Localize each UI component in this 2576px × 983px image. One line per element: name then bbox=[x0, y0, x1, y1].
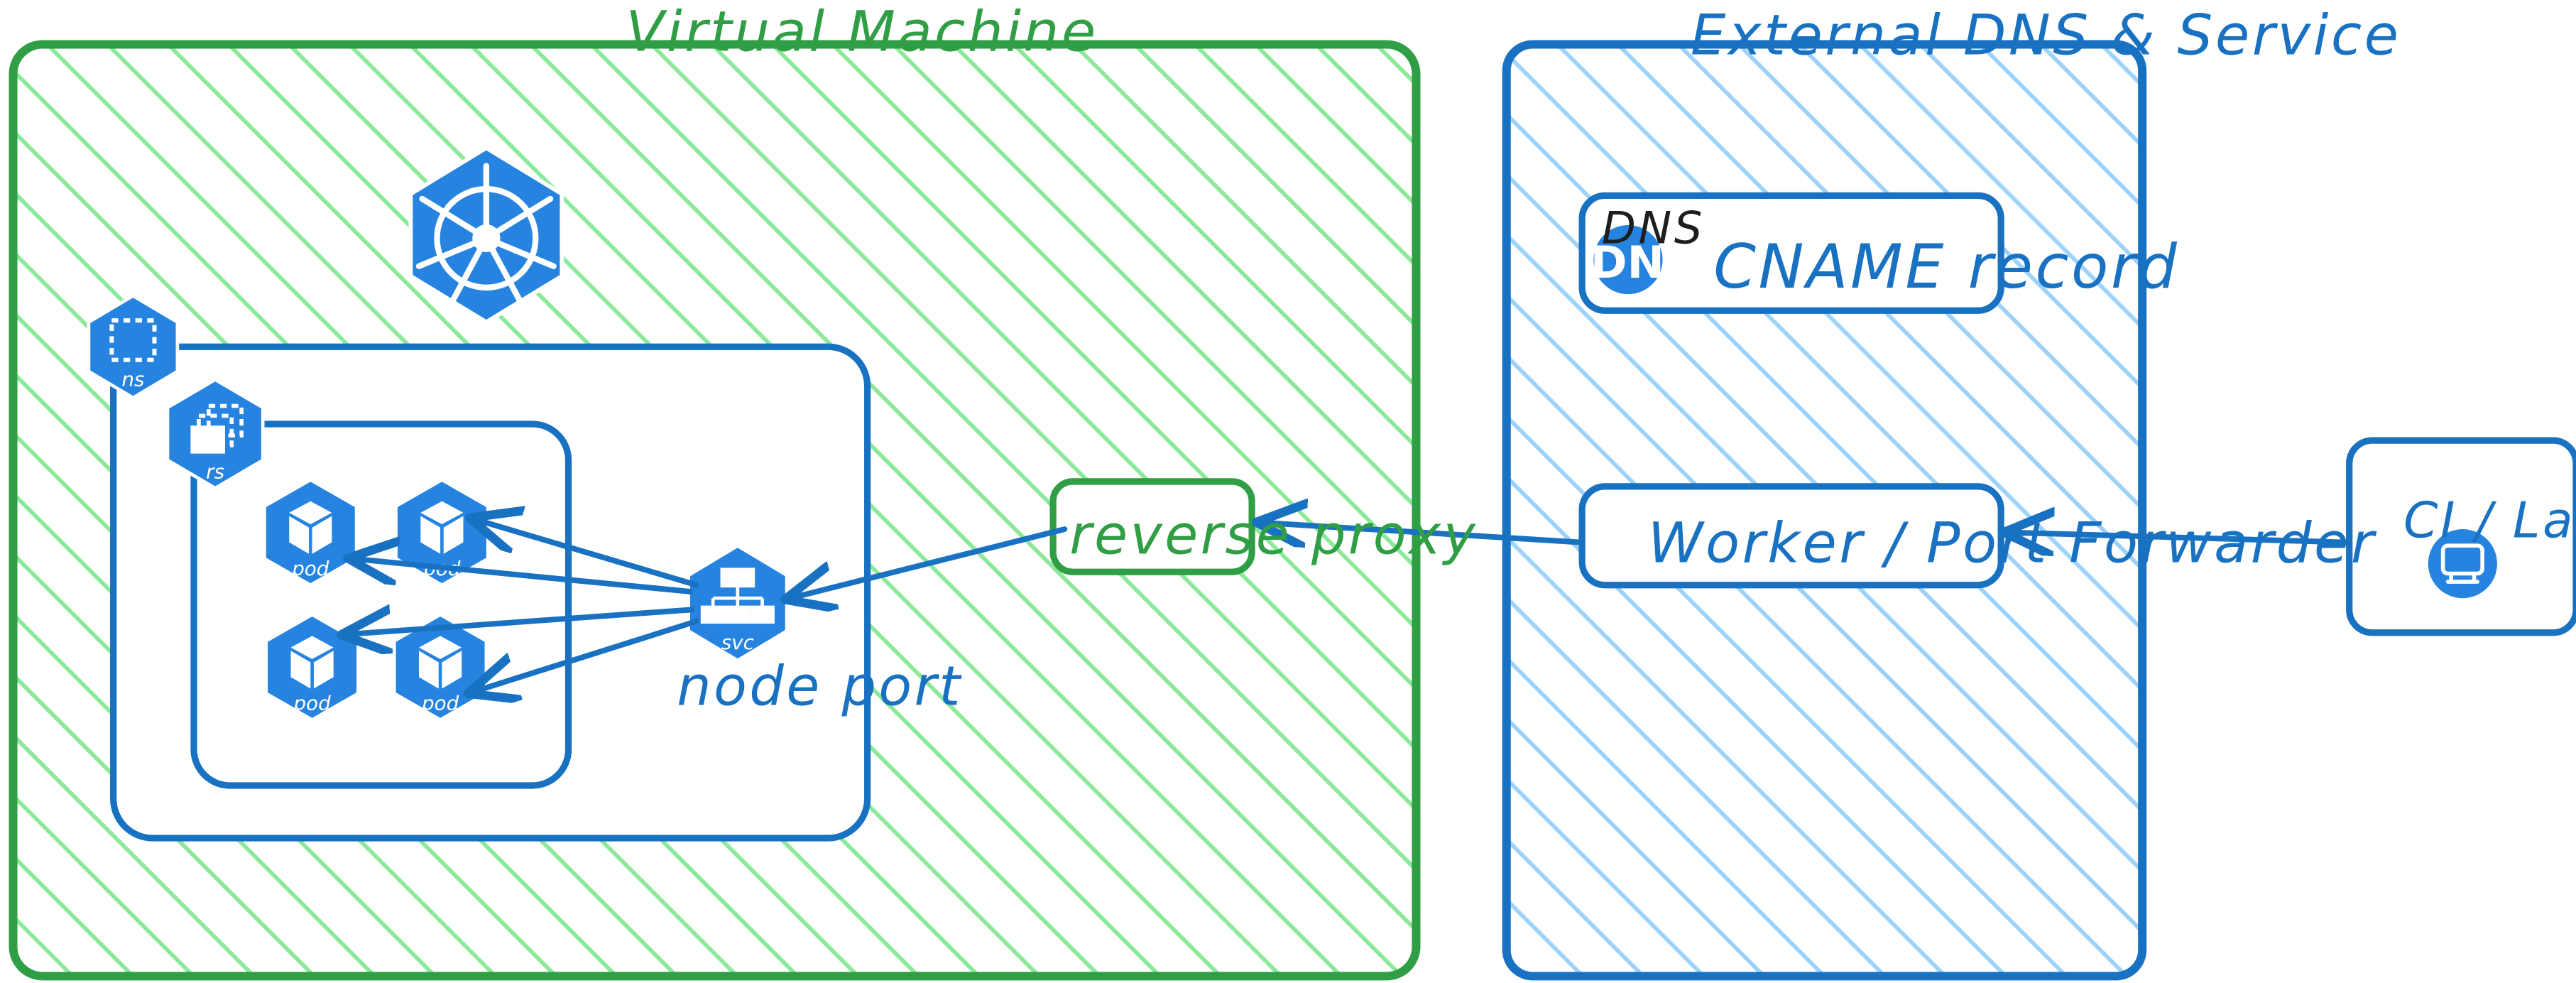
dns-cname-card[interactable] bbox=[1578, 192, 2004, 314]
node-port-label: node port bbox=[677, 653, 963, 719]
connector-ci-laptop-to-worker bbox=[2009, 533, 2349, 543]
pod-icon-1: pod bbox=[263, 477, 359, 587]
cube-icon bbox=[289, 501, 332, 554]
svg-text:pod: pod bbox=[421, 692, 459, 715]
connectors bbox=[346, 519, 2349, 692]
stacked-squares-icon bbox=[190, 403, 244, 454]
dns-card-tag: DNS bbox=[1601, 203, 1705, 255]
vm-group-border bbox=[9, 40, 1421, 981]
external-group-border bbox=[1502, 40, 2147, 981]
pod-icon-4: pod bbox=[392, 612, 489, 722]
cname-record-title: CNAME record bbox=[1713, 232, 2180, 303]
dns-cname-card-border[interactable] bbox=[1578, 192, 2004, 314]
dashed-square-icon bbox=[109, 318, 157, 362]
svg-text:rs: rs bbox=[206, 460, 224, 483]
connector-service-to-pod-2 bbox=[475, 519, 699, 588]
dns-circle-icon bbox=[1593, 224, 1663, 295]
hierarchy-tree-icon bbox=[700, 567, 775, 624]
worker-card-title: Worker / Port Forwarder bbox=[1647, 511, 2376, 577]
replicaset-box bbox=[190, 420, 572, 789]
vm-group-title: Virtual Machine bbox=[626, 0, 1098, 66]
svg-text:pod: pod bbox=[291, 557, 329, 580]
connector-service-to-pod-3 bbox=[346, 609, 695, 634]
connector-reverse-proxy-to-service bbox=[790, 526, 1068, 598]
cube-icon bbox=[420, 501, 464, 554]
kubernetes-logo bbox=[408, 145, 564, 325]
cube-icon bbox=[290, 636, 334, 689]
ci-laptop-title: CI / Laptop bbox=[2403, 493, 2576, 551]
connector-service-to-pod-4 bbox=[473, 618, 699, 692]
svg-text:pod: pod bbox=[293, 692, 332, 715]
svg-text:svc: svc bbox=[721, 631, 754, 654]
svg-text:ns: ns bbox=[121, 368, 144, 391]
replicaset-icon: rs bbox=[165, 377, 265, 490]
ci-laptop-card[interactable] bbox=[2346, 437, 2576, 636]
cube-icon bbox=[419, 636, 462, 689]
reverse-proxy-label[interactable]: reverse proxy bbox=[1069, 503, 1478, 567]
connector-worker-to-reverse-proxy bbox=[1262, 523, 1583, 543]
pod-icon-3: pod bbox=[264, 612, 360, 722]
replicaset-box-border bbox=[190, 420, 572, 789]
service-icon: svc bbox=[686, 543, 789, 663]
desktop-monitor-icon bbox=[2440, 543, 2484, 584]
dns-badge-text: DNS bbox=[1590, 238, 1696, 290]
connector-service-to-pod-1 bbox=[353, 559, 693, 594]
external-group-title: External DNS & Service bbox=[1690, 3, 2401, 70]
namespace-icon: ns bbox=[87, 293, 180, 400]
